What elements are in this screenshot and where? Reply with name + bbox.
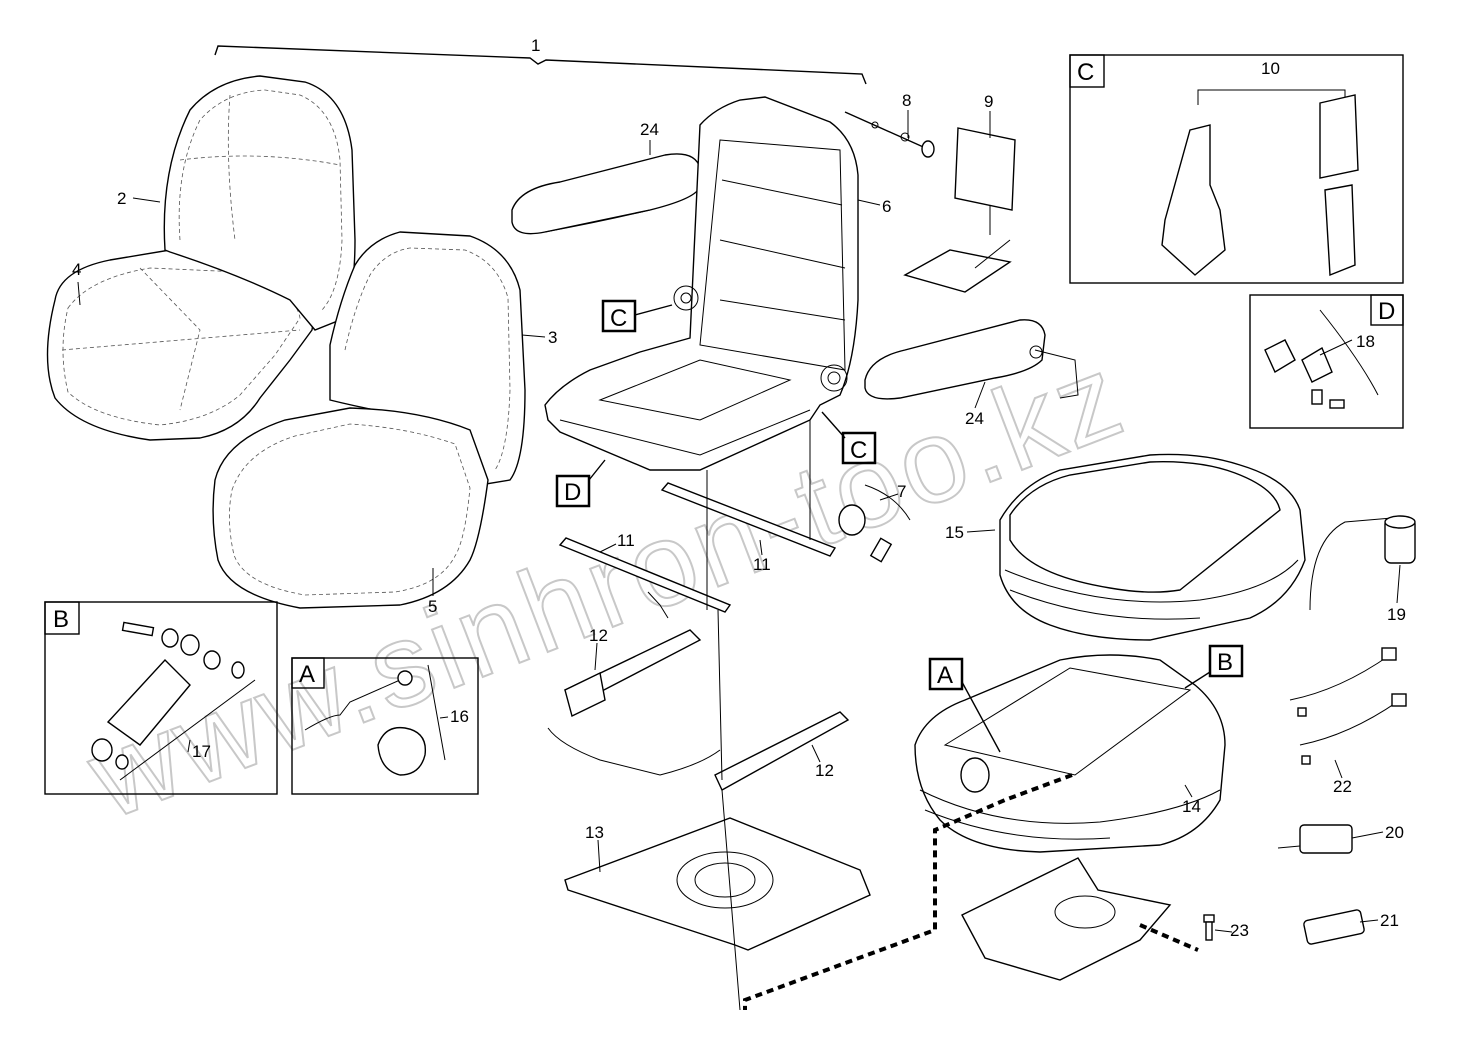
rail-12-upper [547,629,721,776]
callout-9: 9 [984,92,993,111]
callout-13: 13 [585,823,604,842]
tag-c-2: C [821,411,877,465]
tag-d: D [555,459,606,508]
svg-text:B: B [53,606,69,633]
callout-21: 21 [1380,911,1399,930]
knob-7 [838,484,911,563]
callout-20: 20 [1385,823,1404,842]
callout-numbers: 1 2 4 3 5 24 6 8 9 10 18 24 7 15 11 11 1… [72,36,1406,940]
plug-21 [1303,909,1365,945]
tag-c-1: C [601,299,673,333]
callout-5: 5 [428,597,437,616]
callout-18: 18 [1356,332,1375,351]
svg-text:A: A [937,662,953,689]
armrest-24-right [864,319,1079,400]
seat-frame-6 [544,96,859,471]
callout-7: 7 [897,482,906,501]
callout-17: 17 [192,742,211,761]
callout-2: 2 [117,189,126,208]
callout-10: 10 [1261,59,1280,78]
callout-24b: 24 [965,409,984,428]
suspension-unit-14 [914,654,1226,853]
callout-8: 8 [902,91,911,110]
callout-14: 14 [1182,797,1201,816]
svg-text:B: B [1217,649,1233,676]
guide-line [706,470,741,1011]
callout-11b: 11 [753,555,771,574]
strip-11 [558,482,837,619]
seat-cushion-4 [46,249,315,441]
bolt-23 [1203,914,1215,941]
callout-23: 23 [1230,921,1249,940]
detail-box-a: A [291,657,479,795]
svg-text:C: C [610,305,627,332]
svg-text:C: C [850,437,867,464]
label-plate-9 [903,127,1016,293]
assembly-bracket [214,45,867,85]
callout-4: 4 [72,260,81,279]
armrest-24-top [511,153,701,235]
callout-16: 16 [450,707,469,726]
detail-box-c: C [1069,54,1404,284]
suspension-cover-15 [999,453,1306,641]
switch-20 [1277,824,1353,854]
seat-cushion-5 [212,407,489,609]
callout-24a: 24 [640,120,659,139]
mounting-plate [961,857,1172,981]
callout-6: 6 [882,197,891,216]
bolt-8 [844,111,935,158]
callout-15: 15 [945,523,964,542]
rail-12-lower [714,711,850,791]
callout-12a: 12 [589,626,608,645]
connector-19 [1309,515,1416,611]
connection-dashed-line [743,773,1073,1010]
harness-22 [1289,647,1407,765]
callout-11a: 11 [617,531,635,550]
callout-22: 22 [1333,777,1352,796]
svg-text:D: D [1378,298,1395,325]
callout-1: 1 [531,36,540,55]
svg-text:D: D [564,479,581,506]
detail-box-d: D [1249,294,1404,429]
base-plate-13 [564,817,871,951]
tag-b: B [1184,644,1244,689]
connection-dashed-line-2 [1139,923,1199,952]
backrest-2 [163,75,356,331]
callout-3: 3 [548,328,557,347]
callout-12b: 12 [815,761,834,780]
leader-lines [77,110,1401,933]
svg-text:C: C [1077,59,1094,86]
callout-19: 19 [1387,605,1406,624]
svg-text:A: A [299,661,315,688]
detail-box-b: B [44,601,278,795]
tag-a: A [928,657,1001,753]
